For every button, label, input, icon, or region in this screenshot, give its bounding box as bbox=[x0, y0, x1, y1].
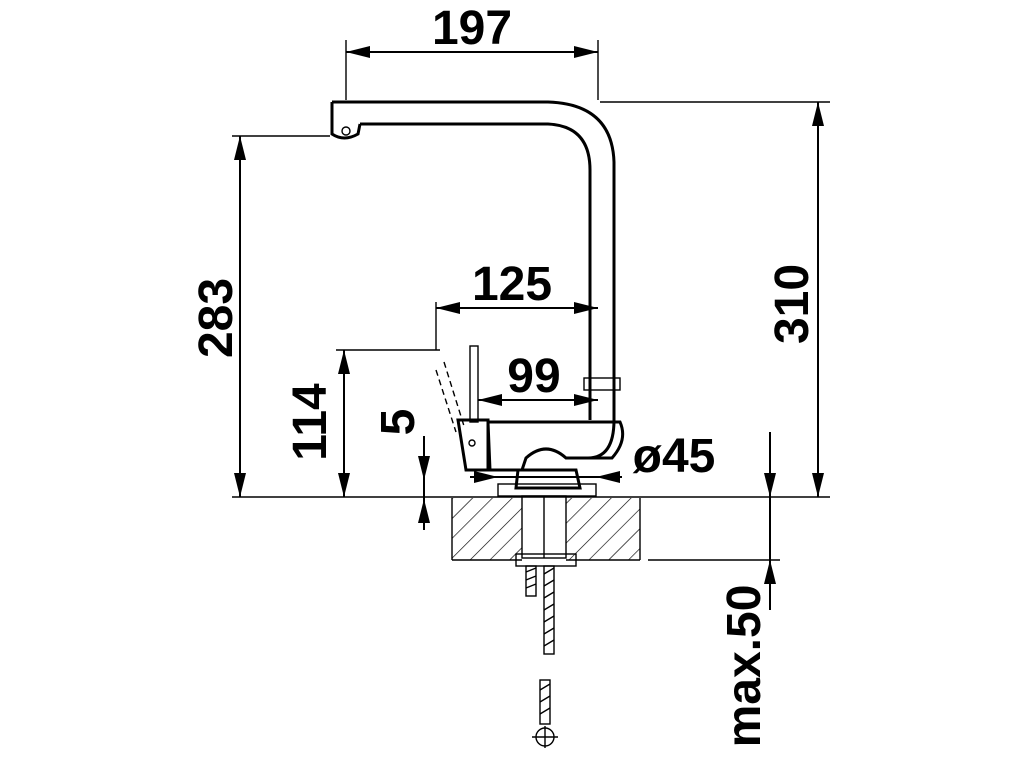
mixer-body bbox=[486, 420, 625, 472]
spout-inner bbox=[360, 122, 592, 420]
dim-max-thickness: max.50 bbox=[718, 432, 776, 747]
dim-base-offset: 5 bbox=[372, 409, 430, 530]
dim-lever-reach: 125 bbox=[436, 258, 598, 314]
dim-spout-reach: 197 bbox=[346, 2, 598, 58]
dim-label-spout-reach: 197 bbox=[432, 2, 512, 55]
dim-label-max-thickness: max.50 bbox=[718, 585, 771, 748]
dim-body-reach: 99 bbox=[478, 350, 598, 406]
dim-label-lever-reach: 125 bbox=[472, 258, 552, 311]
dim-label-total-height: 310 bbox=[766, 264, 819, 344]
dim-total-height: 310 bbox=[766, 102, 824, 497]
spout-collar bbox=[583, 377, 621, 391]
dim-base-diameter: ø45 bbox=[470, 430, 715, 483]
spout-outer bbox=[332, 100, 616, 460]
base-plate bbox=[514, 468, 582, 490]
dim-body-height: 114 bbox=[284, 350, 350, 497]
supply-hose-lower bbox=[532, 679, 558, 748]
dim-label-base-diameter: ø45 bbox=[633, 430, 716, 483]
spout-tip bbox=[330, 102, 362, 140]
dim-spout-height: 283 bbox=[190, 136, 246, 497]
lever-pivot bbox=[468, 439, 476, 447]
lever-front bbox=[469, 345, 479, 423]
lever-handle bbox=[456, 418, 490, 472]
dim-label-body-reach: 99 bbox=[507, 350, 560, 403]
dim-label-base-offset: 5 bbox=[372, 409, 425, 436]
dim-label-spout-height: 283 bbox=[190, 278, 243, 358]
reference-lines bbox=[232, 40, 830, 561]
supply-hose-right bbox=[543, 565, 555, 655]
dim-label-body-height: 114 bbox=[284, 383, 337, 461]
countertop bbox=[451, 498, 641, 561]
lever-alt-position bbox=[435, 361, 465, 433]
aerator bbox=[341, 126, 351, 136]
base-flange bbox=[497, 483, 597, 497]
faucet-outline bbox=[330, 100, 625, 748]
supply-hose-left bbox=[525, 565, 537, 597]
